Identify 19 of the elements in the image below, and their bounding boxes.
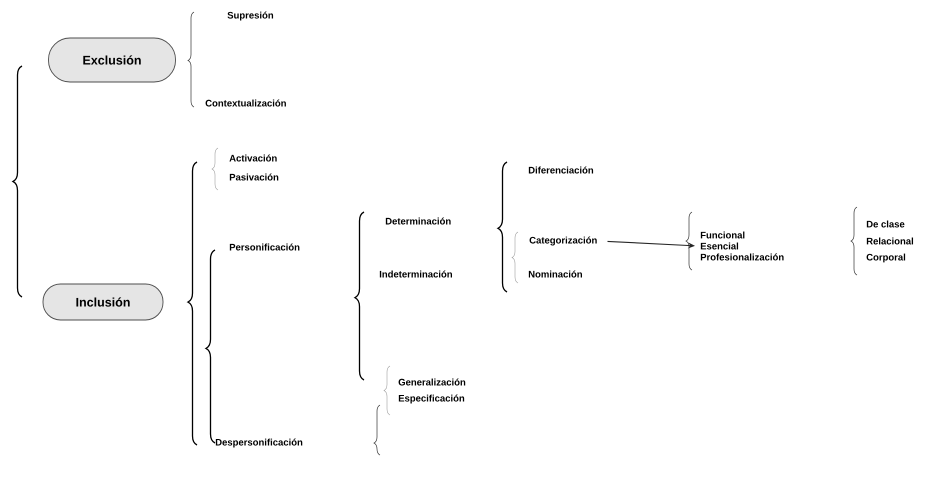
term-label: Nominación (528, 270, 582, 278)
term-label: Especificación (398, 394, 464, 404)
term-label: Despersonificación (216, 438, 302, 448)
term-label: Indeterminación (380, 270, 452, 278)
term-label: Personificación (230, 243, 300, 251)
term-label: Contextualización (206, 99, 286, 107)
term-label: Pasivación (230, 173, 278, 181)
term-label: Generalización (398, 378, 466, 386)
term-list: Funcional Esencial Profesionalización (700, 232, 784, 260)
term-label: Activación (229, 154, 277, 162)
term-label: Supresión (227, 12, 274, 20)
term-list: Categorización (530, 236, 597, 246)
term-label: Corporal (866, 254, 906, 262)
rounded-box: Inclusión (42, 284, 164, 320)
term-label: Diferenciación (528, 166, 594, 174)
term-label: De clase (866, 220, 904, 228)
term-label: Determinación (386, 217, 451, 225)
rounded-box: Exclusión (48, 38, 176, 82)
term-label: Relacional (866, 238, 914, 244)
